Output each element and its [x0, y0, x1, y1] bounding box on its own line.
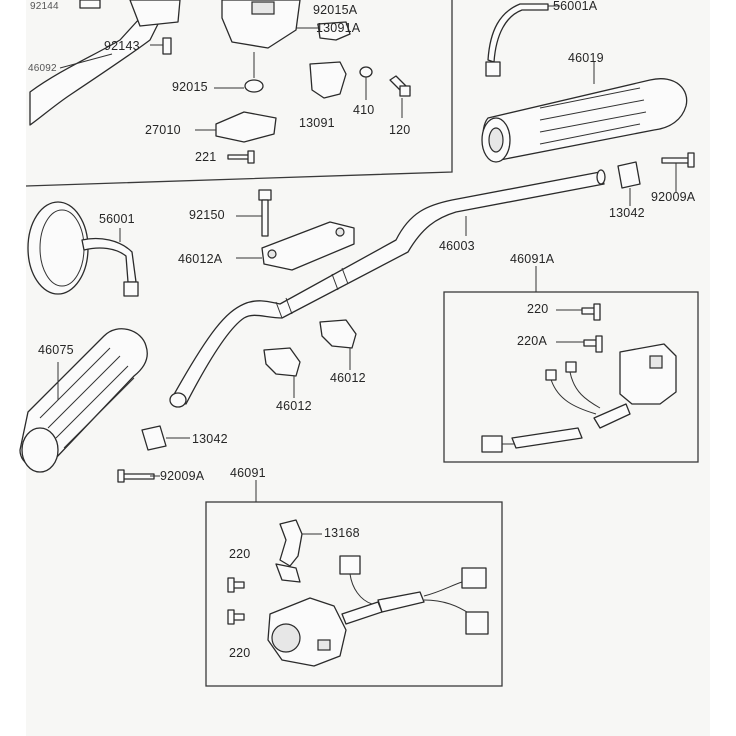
- part-46091-left-switch: [267, 555, 489, 667]
- label-46091A: 46091A: [510, 252, 555, 266]
- label-92144: 92144: [30, 1, 59, 12]
- part-13168-cover: [275, 519, 322, 583]
- frame-46091: [205, 480, 503, 687]
- frame-46091A: [443, 266, 699, 463]
- label-92009A-left: 92009A: [160, 469, 205, 483]
- label-92015A-top: 92015A: [313, 3, 358, 17]
- part-220A-screw: [556, 335, 603, 353]
- label-220-right: 220: [527, 302, 549, 316]
- part-46003-handlebar: [169, 169, 606, 408]
- part-46012-lower-clamp-b: [263, 347, 301, 398]
- part-46092-lever-line: [59, 53, 113, 69]
- part-56001A-mirror-stem: [485, 3, 560, 77]
- label-46012-a: 46012: [330, 371, 366, 385]
- part-92150-bolt: [236, 189, 272, 237]
- label-92009A-right: 92009A: [651, 190, 696, 204]
- part-92009A-left-screw: [117, 469, 160, 483]
- label-27010: 27010: [145, 123, 181, 137]
- label-13091: 13091: [299, 116, 335, 130]
- label-46003: 46003: [439, 239, 475, 253]
- label-220-low-a: 220: [229, 547, 251, 561]
- label-13042-right: 13042: [609, 206, 645, 220]
- label-46075: 46075: [38, 343, 74, 357]
- part-221-screw: [227, 150, 255, 164]
- inset-frame-top: [25, 0, 453, 187]
- label-92143: 92143: [104, 39, 140, 53]
- part-220-right-screw: [556, 303, 601, 321]
- part-220-low-screw-b: [227, 609, 245, 625]
- label-120: 120: [389, 123, 411, 137]
- part-46012A-upper-clamp: [236, 221, 355, 271]
- part-92143-bolt: [150, 37, 172, 55]
- part-13042-left-weight: [141, 425, 190, 451]
- part-46075-left-grip: [19, 328, 148, 473]
- label-46092: 46092: [28, 63, 57, 74]
- label-220A: 220A: [517, 334, 547, 348]
- label-13091A: 13091A: [316, 21, 361, 35]
- part-92015-nut: [214, 52, 264, 93]
- master-cylinder-assembly: [29, 0, 301, 126]
- part-46012-lower-clamp-a: [319, 319, 357, 370]
- part-410-washer: [359, 66, 373, 100]
- label-46091: 46091: [230, 466, 266, 480]
- part-46019-right-grip: [481, 62, 688, 163]
- label-92015: 92015: [172, 80, 208, 94]
- part-46091A-right-switch: [481, 343, 677, 453]
- label-46012-b: 46012: [276, 399, 312, 413]
- label-13168: 13168: [324, 526, 360, 540]
- part-27010-switch: [195, 111, 277, 143]
- label-56001: 56001: [99, 212, 135, 226]
- label-220-low-b: 220: [229, 646, 251, 660]
- part-120-screw: [389, 75, 411, 118]
- part-92009A-right-screw: [661, 152, 695, 192]
- part-220-low-screw-a: [227, 577, 245, 593]
- part-56001-mirror: [27, 201, 139, 297]
- label-46019: 46019: [568, 51, 604, 65]
- label-221: 221: [195, 150, 217, 164]
- label-46012A: 46012A: [178, 252, 223, 266]
- label-92150: 92150: [189, 208, 225, 222]
- label-410: 410: [353, 103, 375, 117]
- label-56001A: 56001A: [553, 0, 598, 13]
- label-13042-left: 13042: [192, 432, 228, 446]
- part-13091-clamp: [296, 21, 351, 99]
- part-13042-right-weight: [617, 161, 641, 206]
